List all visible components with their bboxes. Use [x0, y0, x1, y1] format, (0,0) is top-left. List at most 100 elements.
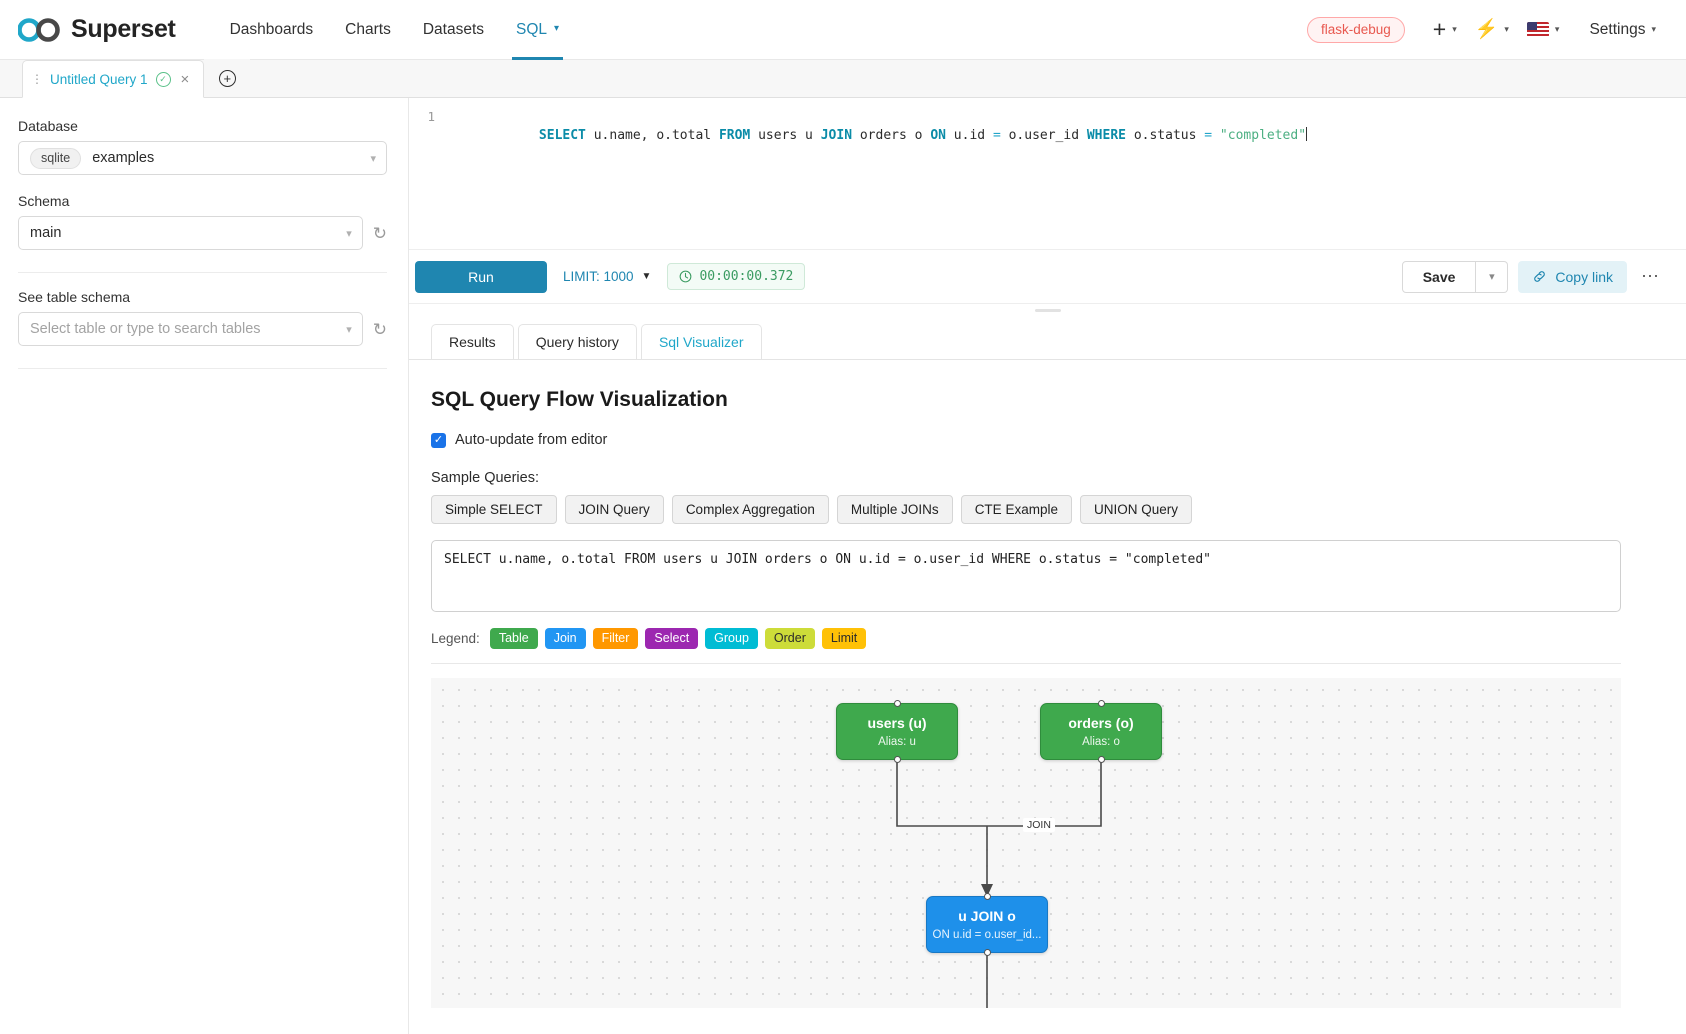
flow-node-join-title: u JOIN o: [958, 907, 1016, 924]
chevron-down-icon: ▾: [370, 152, 376, 165]
refresh-schema-icon[interactable]: ↻: [372, 223, 387, 243]
chevron-down-icon: ▾: [346, 227, 352, 240]
new-item-button[interactable]: + ▾: [1425, 18, 1465, 41]
bolt-menu-button[interactable]: ⚡ ▾: [1467, 20, 1517, 39]
plus-icon: +: [1432, 16, 1447, 42]
superset-brand[interactable]: Superset: [18, 15, 176, 44]
flow-node-orders[interactable]: orders (o) Alias: o: [1040, 700, 1162, 763]
chevron-down-icon: ▾: [346, 323, 352, 336]
auto-update-checkbox[interactable]: ✓: [431, 432, 446, 448]
check-circle-icon: ✓: [155, 71, 171, 87]
sample-button-simple-select[interactable]: Simple SELECT: [431, 495, 557, 524]
editor-gutter: 1: [409, 104, 445, 249]
database-value: examples: [92, 150, 155, 166]
database-engine-pill: sqlite: [30, 147, 82, 169]
legend: Legend: Table Join Filter Select Group O…: [431, 628, 1656, 649]
auto-update-label: Auto-update from editor: [455, 432, 608, 448]
superset-logo-icon: [18, 17, 60, 42]
settings-menu[interactable]: Settings ▾: [1569, 21, 1664, 39]
save-dropdown-button[interactable]: ▾: [1476, 260, 1509, 293]
schema-select[interactable]: main ▾: [18, 216, 363, 250]
chevron-down-icon: ▼: [641, 271, 652, 282]
tab-sql-visualizer[interactable]: Sql Visualizer: [640, 324, 762, 359]
flow-node-users-title: users (u): [867, 714, 927, 731]
limit-dropdown[interactable]: LIMIT: 1000 ▼: [563, 269, 651, 284]
editor-line-number: 1: [427, 109, 435, 124]
flow-edges: [896, 760, 1102, 1008]
flow-node-join-subtitle: ON u.id = o.user_id...: [932, 929, 1042, 942]
add-query-tab-button[interactable]: +: [204, 59, 251, 97]
query-flow-canvas[interactable]: JOIN users (u) Alias: u orders (o) Alias…: [431, 678, 1621, 1008]
right-editor-panel: 1 SELECT u.name, o.total FROM users u JO…: [409, 98, 1686, 1034]
sample-button-cte-example[interactable]: CTE Example: [960, 495, 1072, 524]
chevron-down-icon: ▾: [1504, 24, 1509, 34]
schema-row: main ▾ ↻: [18, 216, 387, 250]
nav-link-sql-label: SQL: [516, 20, 548, 38]
nav-link-dashboards-label: Dashboards: [229, 20, 314, 38]
auto-update-row: ✓ Auto-update from editor: [431, 432, 1656, 448]
sample-query-buttons: Simple SELECT JOIN Query Complex Aggrega…: [431, 495, 1656, 524]
run-button[interactable]: Run: [415, 260, 547, 293]
limit-label: LIMIT: 1000: [563, 269, 634, 284]
node-port-top: [1097, 700, 1105, 707]
legend-badge-group: Group: [705, 628, 758, 649]
table-schema-select[interactable]: Select table or type to search tables ▾: [18, 312, 363, 346]
brand-text: Superset: [71, 15, 176, 43]
sample-button-complex-aggregation[interactable]: Complex Aggregation: [671, 495, 829, 524]
editor-toolbar: Run LIMIT: 1000 ▼ 00:00:00.372 Save: [409, 250, 1686, 304]
query-tab-untitled-query-1[interactable]: ⋮ Untitled Query 1 ✓ ×: [22, 60, 205, 98]
body-split: Database sqlite examples ▾ Schema main ▾…: [0, 98, 1686, 1034]
editor-code-area[interactable]: SELECT u.name, o.total FROM users u JOIN…: [445, 104, 1686, 249]
more-options-icon[interactable]: ⋯: [1641, 266, 1660, 286]
sql-input-textarea[interactable]: [431, 540, 1621, 612]
chevron-down-icon: ▾: [1489, 271, 1495, 283]
flow-node-join[interactable]: u JOIN o ON u.id = o.user_id...: [926, 893, 1048, 956]
nav-link-datasets-label: Datasets: [422, 20, 484, 38]
chevron-down-icon: ▾: [1452, 24, 1457, 34]
language-selector[interactable]: ▾: [1519, 22, 1568, 37]
sample-button-join-query[interactable]: JOIN Query: [564, 495, 664, 524]
legend-badge-select: Select: [645, 628, 699, 649]
table-schema-placeholder: Select table or type to search tables: [30, 321, 261, 337]
drag-grip-icon[interactable]: ⋮: [31, 72, 43, 86]
save-button-group: Save ▾: [1401, 260, 1509, 293]
nav-link-charts[interactable]: Charts: [329, 0, 407, 60]
copy-link-button[interactable]: Copy link: [1518, 260, 1627, 293]
refresh-tables-icon[interactable]: ↻: [372, 319, 387, 339]
schema-label: Schema: [18, 193, 70, 209]
flow-node-users-subtitle: Alias: u: [878, 736, 916, 749]
toolbar-right: Save ▾ Copy link ⋯: [1401, 260, 1664, 293]
save-button[interactable]: Save: [1401, 260, 1477, 293]
tab-results[interactable]: Results: [431, 324, 514, 359]
sample-button-multiple-joins[interactable]: Multiple JOINs: [836, 495, 953, 524]
schema-value: main: [30, 225, 62, 241]
flow-node-users[interactable]: users (u) Alias: u: [836, 700, 958, 763]
tab-query-history[interactable]: Query history: [517, 324, 637, 359]
table-schema-row: Select table or type to search tables ▾ …: [18, 312, 387, 346]
query-timer-value: 00:00:00.372: [699, 269, 794, 284]
nav-links: Dashboards Charts Datasets SQL ▾: [214, 0, 575, 60]
nav-link-dashboards[interactable]: Dashboards: [214, 0, 330, 60]
tab-results-label: Results: [449, 334, 496, 350]
node-port-bottom: [1097, 756, 1105, 763]
nav-link-datasets[interactable]: Datasets: [407, 0, 500, 60]
chevron-down-icon: ▾: [1651, 24, 1656, 34]
tab-sql-visualizer-label: Sql Visualizer: [658, 334, 744, 350]
node-port-bottom: [983, 949, 991, 956]
nav-link-charts-label: Charts: [345, 20, 391, 38]
legend-badge-limit: Limit: [821, 628, 867, 649]
close-icon[interactable]: ×: [180, 70, 190, 88]
sample-button-union-query[interactable]: UNION Query: [1079, 495, 1192, 524]
flow-node-orders-subtitle: Alias: o: [1082, 736, 1120, 749]
node-port-top: [893, 700, 901, 707]
nav-link-sql[interactable]: SQL ▾: [500, 0, 575, 60]
database-select[interactable]: sqlite examples ▾: [18, 141, 387, 175]
sql-editor[interactable]: 1 SELECT u.name, o.total FROM users u JO…: [409, 98, 1686, 250]
copy-link-label: Copy link: [1555, 268, 1613, 285]
legend-badge-table: Table: [489, 628, 538, 649]
panel-resize-handle[interactable]: [409, 304, 1686, 316]
query-timer: 00:00:00.372: [667, 263, 806, 290]
table-schema-label: See table schema: [18, 289, 131, 305]
legend-separator: [431, 663, 1621, 664]
